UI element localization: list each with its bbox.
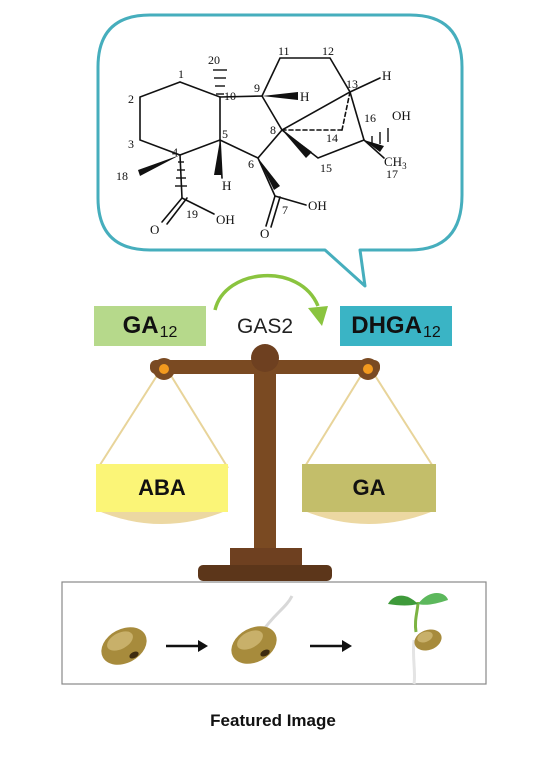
atom-20: 20 (208, 53, 220, 67)
oh-label-16: OH (392, 108, 411, 123)
h-label-5: H (222, 178, 231, 193)
left-string-inner (169, 373, 229, 469)
step-arrow-1 (166, 640, 208, 652)
o-label-19: O (150, 222, 159, 237)
product-subscript: 12 (422, 324, 441, 341)
balance-foot (230, 548, 302, 568)
methyl-label: CH3 (384, 154, 407, 171)
h-label-13: H (382, 68, 391, 83)
wedge-c17 (364, 140, 384, 152)
atom-12: 12 (322, 44, 334, 58)
right-pan-label: GA (302, 464, 436, 512)
wedge-c5 (214, 140, 222, 175)
atom-14: 14 (326, 131, 338, 145)
atom-19: 19 (186, 207, 198, 221)
step-arrow-2 (310, 640, 352, 652)
h-label-9: H (300, 89, 309, 104)
right-string-inner (373, 373, 435, 469)
wedge-h9 (262, 92, 298, 100)
atom-5: 5 (222, 127, 228, 141)
hash-oh16 (371, 128, 389, 144)
substrate-subscript: 12 (159, 324, 178, 341)
left-pivot-dot (159, 364, 169, 374)
atom-2: 2 (128, 92, 134, 106)
seedling-icon (388, 593, 448, 685)
right-string-outer (303, 373, 363, 469)
product-label: DHGA (351, 312, 422, 339)
wedge-c8 (282, 130, 312, 158)
left-string-outer (97, 373, 159, 469)
center-knob (251, 344, 279, 372)
hash-c19 (175, 161, 187, 187)
hash-c20 (213, 69, 227, 95)
right-pan (302, 510, 436, 524)
atom-17: 17 (386, 167, 398, 181)
figure-caption: Featured Image (210, 711, 336, 730)
seed-icon (101, 627, 147, 665)
left-pan-label: ABA (96, 464, 228, 512)
right-pivot-dot (363, 364, 373, 374)
substrate-label: GA (122, 312, 159, 339)
right-arrow-icon (308, 306, 328, 326)
wedge-c18 (138, 155, 180, 176)
atom-13: 13 (346, 77, 358, 91)
atom-1: 1 (178, 67, 184, 81)
atom-16: 16 (364, 111, 376, 125)
balance-base (198, 565, 332, 581)
conversion-arrow (213, 273, 320, 311)
atom-6: 6 (248, 157, 254, 171)
atom-7: 7 (282, 203, 288, 217)
atom-11: 11 (278, 44, 290, 58)
atom-3: 3 (128, 137, 134, 151)
balance-post (254, 360, 276, 565)
wedge-c6 (258, 158, 280, 190)
atom-10: 10 (224, 89, 236, 103)
atom-18: 18 (116, 169, 128, 183)
enzyme-label: GAS2 (236, 315, 294, 338)
o-label-7: O (260, 226, 269, 241)
left-pan (96, 510, 228, 524)
oh-label-19: OH (216, 212, 235, 227)
atom-15: 15 (320, 161, 332, 175)
atom-8: 8 (270, 123, 276, 137)
oh-label-7: OH (308, 198, 327, 213)
atom-9: 9 (254, 81, 260, 95)
germinating-seed-icon (231, 595, 294, 664)
atom-4: 4 (172, 145, 178, 159)
